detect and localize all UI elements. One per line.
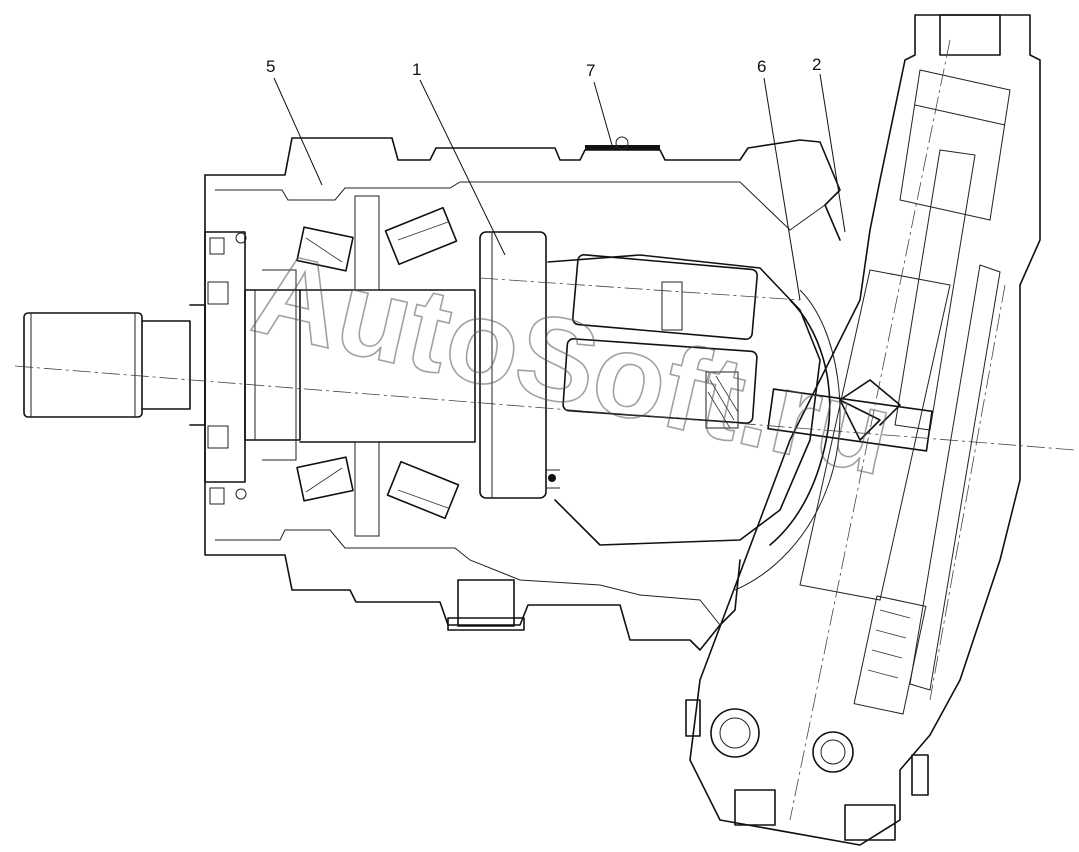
drive-shaft — [244, 269, 476, 461]
roller-bearings — [296, 195, 460, 537]
centre-lines — [14, 39, 1076, 821]
callout-leaders — [273, 73, 846, 301]
callout-labels: 5 1 7 6 2 — [266, 55, 821, 80]
front-housing — [204, 137, 841, 651]
drive-flange — [479, 231, 560, 499]
callout-1: 1 — [412, 60, 421, 79]
output-shaft — [23, 304, 206, 426]
shaft-seal-assembly — [204, 231, 247, 505]
top-plug — [585, 136, 660, 150]
callout-5: 5 — [266, 57, 275, 76]
watermark: AutoSoft.ru — [242, 226, 904, 501]
callout-6: 6 — [757, 57, 766, 76]
callout-2: 2 — [812, 55, 821, 74]
control-block — [685, 14, 1041, 846]
bottom-port-fitting — [447, 579, 525, 631]
valve-segment — [734, 289, 933, 591]
callout-7: 7 — [586, 61, 595, 80]
